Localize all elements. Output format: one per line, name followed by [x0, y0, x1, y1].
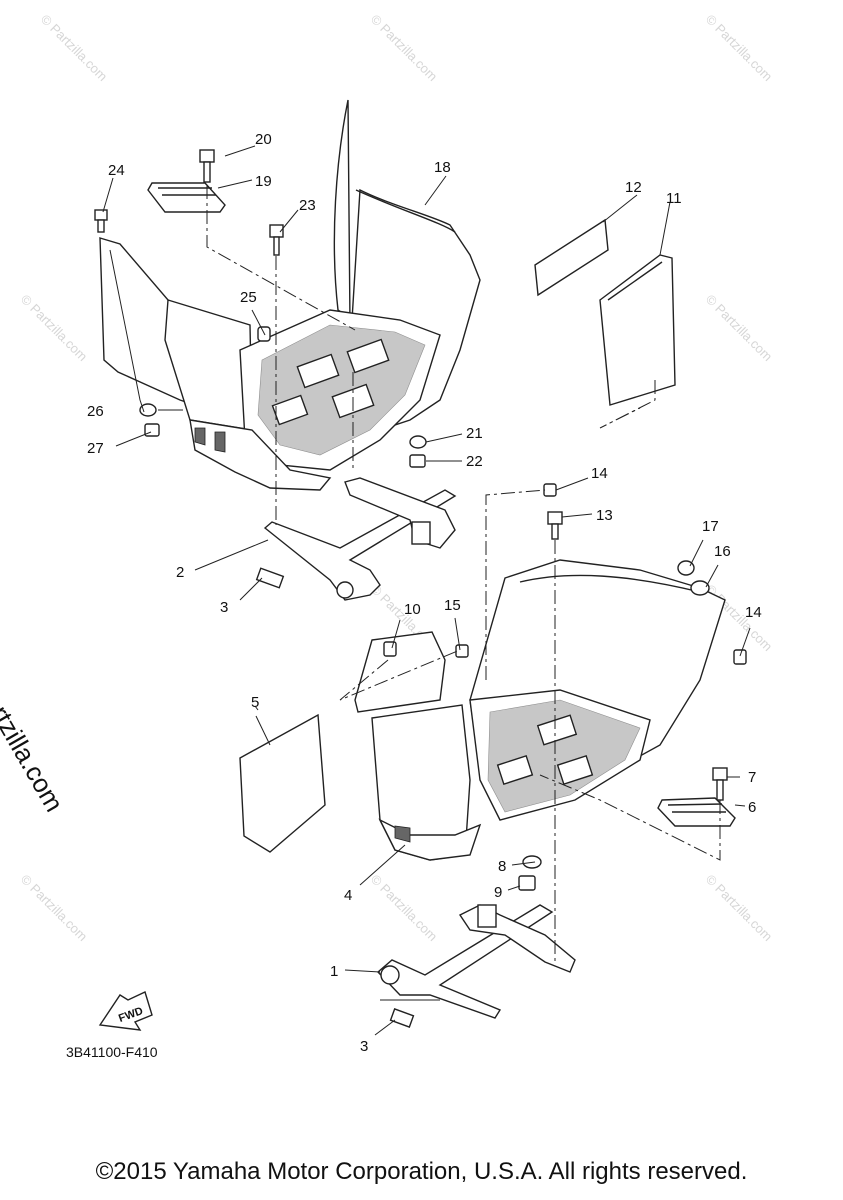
callout-16: 16: [714, 543, 731, 560]
callout-21: 21: [466, 425, 483, 442]
callout-20: 20: [255, 131, 272, 148]
callout-7: 7: [748, 769, 756, 786]
callout-11: 11: [666, 190, 682, 207]
callout-22: 22: [466, 453, 483, 470]
callout-23: 23: [299, 197, 316, 214]
bracket-1-drawing: [376, 904, 576, 1019]
callout-14: 14: [591, 465, 608, 482]
callout-1: 1: [330, 963, 338, 980]
callout-18: 18: [434, 159, 451, 176]
callout-15: 15: [444, 597, 461, 614]
watermark-text: © Partzilla.com: [703, 292, 776, 365]
watermark-text: © Partzilla.com: [18, 872, 91, 945]
callout-27: 27: [87, 440, 104, 457]
callout-2: 2: [176, 564, 184, 581]
watermark-text: © Partzilla.com: [703, 12, 776, 85]
callout-9: 9: [494, 884, 502, 901]
watermark-text: © Partzilla.com: [368, 12, 441, 85]
callout-26: 26: [87, 403, 104, 420]
callout-10: 10: [404, 601, 421, 618]
callout-14: 14: [745, 604, 762, 621]
callout-3: 3: [220, 599, 228, 616]
callout-17: 17: [702, 518, 719, 535]
callout-5: 5: [251, 694, 259, 711]
copyright-notice: ©2015 Yamaha Motor Corporation, U.S.A. A…: [95, 1158, 748, 1185]
callout-13: 13: [596, 507, 613, 524]
callout-labels: 1 2 3 3 4 5 6 7 8 9 10 11 12 13 14 14 15…: [87, 131, 762, 1055]
watermark-text: © Partzilla.com: [38, 12, 111, 85]
watermark-text: © Partzilla.com: [18, 292, 91, 365]
diagram-code: 3B41100-F410: [66, 1044, 158, 1060]
callout-3: 3: [360, 1038, 368, 1055]
upper-footrest-drawing: [99, 99, 481, 491]
watermark-text: © Partzilla.com: [703, 872, 776, 945]
callout-4: 4: [344, 887, 352, 904]
watermark-text: © Partzilla.com: [368, 872, 441, 945]
callout-8: 8: [498, 858, 506, 875]
leader-lines: [102, 145, 751, 1036]
callout-25: 25: [240, 289, 257, 306]
callout-12: 12: [625, 179, 642, 196]
bracket-2-drawing: [263, 477, 457, 601]
callout-24: 24: [108, 162, 125, 179]
small-parts: FWD: [94, 149, 747, 1031]
callout-19: 19: [255, 173, 272, 190]
callout-6: 6: [748, 799, 756, 816]
lower-footrest-drawing: [354, 559, 726, 861]
